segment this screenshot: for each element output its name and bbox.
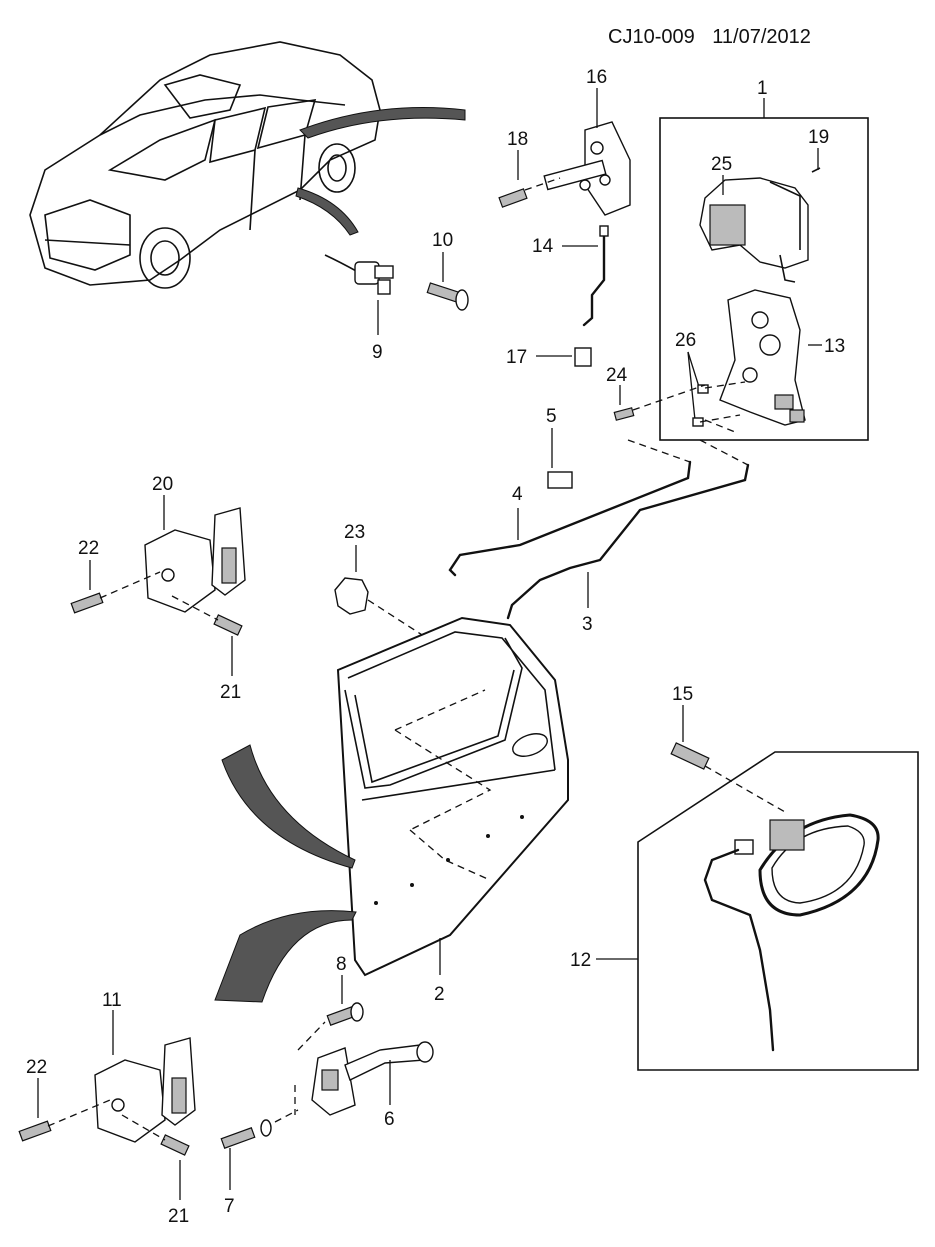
callout-13: 13	[824, 336, 845, 357]
part-24-screw	[613, 384, 706, 421]
callout-16: 16	[586, 67, 607, 88]
part-10-screw	[426, 252, 469, 311]
part-2-rear-door	[336, 616, 569, 977]
callout-24: 24	[606, 365, 628, 386]
part-6-door-check	[311, 1041, 434, 1116]
callout-20: 20	[152, 474, 173, 495]
callout-1: 1	[757, 78, 768, 99]
part-20-upper-hinge	[144, 495, 246, 613]
callout-17: 17	[506, 347, 527, 368]
part-9-door-switch	[324, 254, 394, 335]
callout-18: 18	[507, 129, 528, 150]
part-11-lower-hinge	[94, 1010, 196, 1143]
callout-9: 9	[372, 342, 383, 363]
part-16-striker-bracket	[543, 88, 631, 216]
callout-5: 5	[546, 406, 557, 427]
part-8-bolt	[297, 975, 364, 1051]
door-position-arrows	[214, 744, 357, 1003]
callout-7: 7	[224, 1196, 235, 1217]
callout-10: 10	[432, 230, 453, 251]
callout-12: 12	[570, 950, 591, 971]
part-1-lock-assembly-box	[659, 98, 869, 441]
part-14-rod	[562, 225, 609, 327]
part-22-bolt-upper	[70, 560, 161, 614]
callout-21-upper: 21	[220, 682, 241, 703]
part-21-bolt-lower	[121, 1114, 190, 1200]
part-18-bolt	[498, 150, 561, 208]
part-12-outside-handle-box	[596, 751, 919, 1071]
diagram-header: CJ10-009 11/07/2012	[608, 26, 811, 49]
callout-25: 25	[711, 154, 732, 175]
part-15-bolt	[670, 705, 786, 813]
callout-labels: 1 2 3 4 5 6 7 8 9 10 11 12 13 14 15 16 1…	[26, 67, 845, 1227]
callout-14: 14	[532, 236, 554, 257]
car-illustration	[29, 41, 466, 289]
diagram-date: 11/07/2012	[712, 26, 811, 48]
part-17-clip	[536, 347, 592, 367]
part-3-rod	[506, 439, 750, 620]
callout-22-upper: 22	[78, 538, 99, 559]
callout-19: 19	[808, 127, 829, 148]
callout-22-lower: 22	[26, 1057, 47, 1078]
diagram-code: CJ10-009	[608, 26, 695, 48]
part-4-rod	[448, 439, 692, 577]
callout-4: 4	[512, 484, 523, 505]
callout-3: 3	[582, 614, 593, 635]
part-7-bolt-washer	[220, 1085, 299, 1190]
callout-11: 11	[102, 990, 122, 1011]
callout-6: 6	[384, 1109, 395, 1130]
part-21-bolt-upper	[171, 595, 243, 676]
callout-21-lower: 21	[168, 1206, 189, 1227]
part-23-bumper	[334, 545, 431, 641]
callout-2: 2	[434, 984, 445, 1005]
part-5-clip	[547, 428, 573, 489]
part-22-bolt-lower	[18, 1078, 111, 1142]
callout-8: 8	[336, 954, 347, 975]
callout-23: 23	[344, 522, 365, 543]
callout-15: 15	[672, 684, 693, 705]
callout-26: 26	[675, 330, 696, 351]
